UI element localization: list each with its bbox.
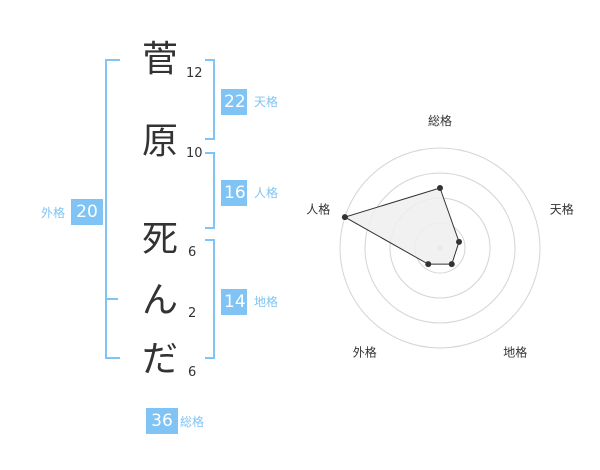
stroke-count-5: 6 (188, 365, 197, 380)
name-char-5: だ (141, 339, 178, 380)
radar-point-2 (456, 238, 463, 245)
radar-axis-label-3: 地格 (503, 345, 527, 360)
radar-axis-label-1: 総格 (428, 113, 452, 128)
chikaku-label: 地格 (254, 295, 279, 309)
name-char-3: 死 (141, 219, 178, 260)
name-char-2: 原 (141, 121, 178, 162)
name-char-4: ん (141, 280, 178, 321)
gaikaku-label: 外格 (41, 206, 66, 220)
gaikaku-value: 20 (71, 199, 103, 225)
stroke-count-2: 10 (186, 146, 203, 161)
chikaku-value: 14 (221, 289, 247, 315)
radar-ring-3 (364, 172, 516, 324)
radar-point-1 (437, 185, 443, 191)
tenkaku-value: 22 (221, 89, 247, 115)
stroke-count-1: 12 (186, 66, 203, 81)
radar-point-3 (448, 261, 455, 268)
soukaku-label: 総格 (180, 415, 205, 429)
radar-axis-label-2: 天格 (550, 201, 574, 216)
soukaku-value: 36 (146, 408, 178, 434)
radar-area (343, 187, 460, 265)
jinkaku-label: 人格 (254, 186, 279, 200)
radar-ring-4 (339, 147, 541, 349)
stroke-count-3: 6 (188, 245, 197, 260)
stroke-count-4: 2 (188, 306, 197, 321)
radar-point-4 (425, 261, 432, 268)
radar-axis-label-5: 人格 (306, 201, 330, 216)
name-char-1: 菅 (141, 39, 178, 80)
tenkaku-label: 天格 (254, 95, 279, 109)
radar-point-5 (341, 214, 348, 221)
radar-axis-label-4: 外格 (353, 345, 377, 360)
jinkaku-value: 16 (221, 180, 247, 206)
